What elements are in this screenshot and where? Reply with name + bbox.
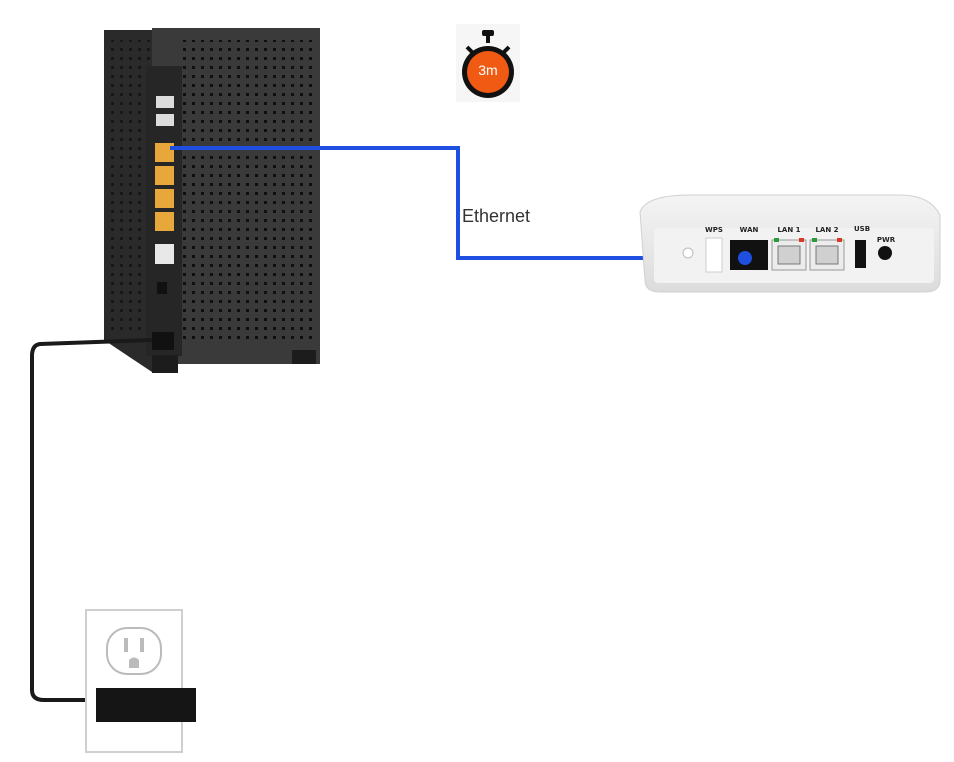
power-cord bbox=[30, 338, 153, 702]
wan-label: WAN bbox=[739, 226, 759, 234]
modem-router bbox=[104, 28, 320, 373]
wps-button bbox=[682, 247, 694, 259]
lan1-label: LAN 1 bbox=[777, 226, 801, 234]
lan2-label: LAN 2 bbox=[815, 226, 839, 234]
ethernet-label: Ethernet bbox=[462, 206, 531, 226]
power-jack bbox=[878, 246, 892, 260]
power-adapter bbox=[96, 688, 196, 722]
modem-usb-port bbox=[157, 282, 167, 294]
modem-lan-port-2 bbox=[155, 166, 174, 185]
timer-duration: 3m bbox=[478, 62, 498, 78]
wifi-extender bbox=[639, 194, 941, 293]
phone-port-2 bbox=[156, 114, 174, 126]
wps-label: WPS bbox=[705, 226, 723, 234]
modem-power-jack bbox=[152, 332, 174, 350]
usb-port bbox=[855, 240, 866, 268]
wps-switch bbox=[705, 237, 723, 273]
stopwatch-icon bbox=[456, 24, 520, 102]
usb-label: USB bbox=[853, 225, 871, 233]
wall-outlet bbox=[85, 609, 196, 753]
modem-lan-port-1 bbox=[155, 143, 174, 162]
modem-wan-port bbox=[155, 244, 174, 264]
modem-lan-port-3 bbox=[155, 189, 174, 208]
modem-lan-port-4 bbox=[155, 212, 174, 231]
ethernet-cable bbox=[170, 146, 745, 260]
phone-port-1 bbox=[156, 96, 174, 108]
pwr-label: PWR bbox=[876, 236, 896, 244]
